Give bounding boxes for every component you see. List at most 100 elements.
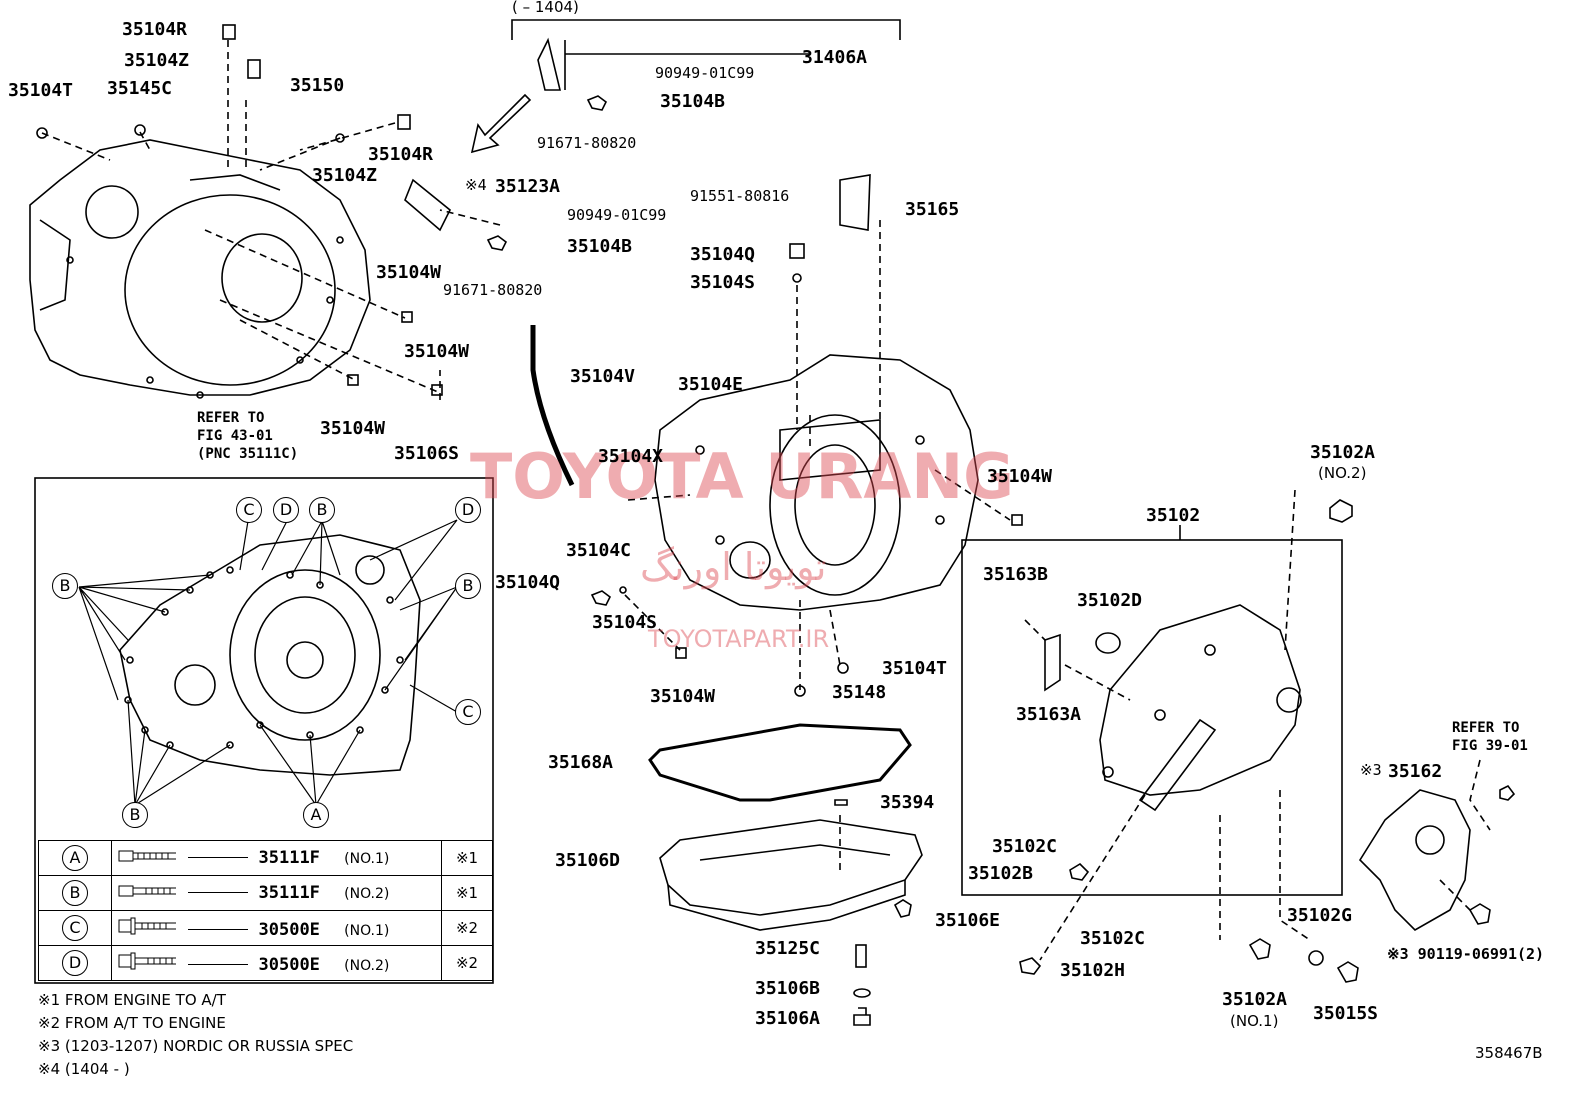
callout-B: B	[52, 573, 78, 599]
label-35104B-top: 35104B	[660, 91, 726, 112]
bearing-35102D	[1095, 632, 1121, 654]
table-cell-letter: C	[38, 910, 112, 946]
table-cell-part: 30500E (NO.2)	[111, 945, 442, 981]
label-35104R-mid: 35104R	[368, 144, 434, 165]
bolt-part-number: 30500E	[258, 919, 320, 940]
callout-B: B	[122, 802, 148, 828]
bolt-variant: (NO.1)	[344, 851, 390, 867]
label-90949-top: 90949-01C99	[655, 64, 755, 82]
watermark-main: TOYOTA URANG	[470, 440, 1015, 513]
label-35104S-bot: 35104S	[592, 612, 658, 633]
label-35104Z-top: 35104Z	[124, 50, 190, 71]
footnote-3: ※3 (1203-1207) NORDIC OR RUSSIA SPEC	[38, 1037, 354, 1055]
bracket-31406A	[564, 40, 810, 90]
table-cell-letter: A	[38, 840, 112, 876]
label-35104C: 35104C	[566, 540, 632, 561]
bolt-part-number: 35111F	[258, 848, 320, 868]
callout-B: B	[455, 573, 481, 599]
label-35104R-top: 35104R	[122, 19, 188, 40]
leaders-middle	[624, 220, 1011, 870]
label-90119: ※3 90119-06991(2)	[1387, 945, 1545, 963]
breather-hose	[530, 325, 575, 487]
label-35104X: 35104X	[598, 446, 664, 467]
small-bolts	[36, 24, 1516, 983]
diagram-number: 358467B	[1475, 1044, 1543, 1062]
label-35102B: 35102B	[968, 863, 1034, 884]
bolt-panel-frame	[34, 477, 494, 984]
transaxle-case-drawing	[654, 354, 979, 611]
label-35145C: 35145C	[107, 78, 173, 99]
leaders-right	[1024, 489, 1491, 961]
label-35102H: 35102H	[1060, 960, 1126, 981]
bolt-icon	[118, 917, 176, 934]
refer-left-line2: FIG 43-01	[197, 428, 273, 445]
plug-35106A	[853, 1007, 871, 1026]
table-cell-part: 30500E (NO.1)	[111, 910, 442, 946]
footnote-1: ※1 FROM ENGINE TO A/T	[38, 991, 226, 1009]
table-row: D 30500E (NO.2) ※2	[38, 945, 493, 981]
label-90949-mid: 90949-01C99	[567, 206, 667, 224]
refer-left-line1: REFER TO	[197, 410, 265, 426]
footnote-4: ※4 (1404 - )	[38, 1060, 130, 1078]
label-35104Q-top: 35104Q	[690, 244, 756, 265]
watermark-persian: تویوتا اورنگ	[640, 545, 827, 589]
label-35104W-b: 35104W	[404, 341, 470, 362]
table-cell-mark: ※1	[441, 875, 493, 911]
bolt-icon	[118, 952, 176, 969]
label-35104W-right: 35104W	[987, 466, 1053, 487]
bolt-icon	[118, 885, 176, 897]
callout-D: D	[273, 497, 299, 523]
header-bracket	[511, 19, 901, 40]
label-35394: 35394	[880, 792, 935, 813]
label-35148: 35148	[832, 682, 887, 703]
callout-A: A	[303, 802, 329, 828]
bolt-variant: (NO.2)	[344, 886, 390, 902]
label-35162-mark: ※3	[1360, 761, 1382, 779]
label-91671-top: 91671-80820	[537, 134, 637, 152]
refer-left: REFER TO FIG 43-01 (PNC 35111C)	[197, 409, 298, 464]
refer-right-line2: FIG 39-01	[1452, 738, 1528, 755]
extension-housing-drawing	[1099, 604, 1302, 812]
table-cell-mark: ※2	[441, 945, 493, 981]
label-35102: 35102	[1146, 505, 1201, 526]
label-35104S-top: 35104S	[690, 272, 756, 293]
bolt-variant: (NO.1)	[344, 922, 390, 939]
bolt-part-number: 35111F	[258, 883, 320, 903]
label-35123A: 35123A	[495, 176, 561, 197]
table-cell-mark: ※1	[441, 840, 493, 876]
label-35104W-bot: 35104W	[650, 686, 716, 707]
label-35102G: 35102G	[1287, 905, 1353, 926]
plug-35125C	[855, 944, 867, 968]
label-35104V: 35104V	[570, 366, 636, 387]
label-91551: 91551-80816	[690, 187, 790, 205]
label-35104W-a: 35104W	[376, 262, 442, 283]
converter-housing-drawing	[29, 139, 371, 399]
callout-letter: C	[62, 915, 88, 941]
label-91671-mid: 91671-80820	[443, 281, 543, 299]
label-35125C: 35125C	[755, 938, 821, 959]
table-row: C 30500E (NO.1) ※2	[38, 910, 493, 946]
label-35102A-bot-no: (NO.1)	[1230, 1012, 1279, 1030]
label-35102D: 35102D	[1077, 590, 1143, 611]
callout-letter: A	[62, 845, 88, 871]
magnet	[834, 799, 848, 806]
watermark-site: TOYOTAPART.IR	[648, 625, 830, 653]
label-35104T-bot: 35104T	[882, 658, 948, 679]
oil-pan-drawing	[659, 819, 923, 931]
refer-right-line1: REFER TO	[1452, 720, 1520, 736]
leaders-left	[41, 40, 501, 400]
label-35104W-c: 35104W	[320, 418, 386, 439]
table-row: A 35111F (NO.1) ※1	[38, 840, 493, 876]
label-35165: 35165	[905, 199, 960, 220]
bolt-variant: (NO.2)	[344, 957, 390, 974]
label-35106A: 35106A	[755, 1008, 821, 1029]
label-35102C-b: 35102C	[1080, 928, 1146, 949]
cover-35162-drawing	[1358, 789, 1471, 931]
table-cell-part: 35111F (NO.1)	[111, 840, 442, 876]
bolt-table: A 35111F (NO.1) ※1 B 35111F (NO.2) ※1 C	[38, 840, 493, 981]
table-cell-part: 35111F (NO.2)	[111, 875, 442, 911]
label-35106D: 35106D	[555, 850, 621, 871]
bracket-35163A	[1044, 633, 1061, 692]
pan-gasket	[648, 723, 912, 802]
